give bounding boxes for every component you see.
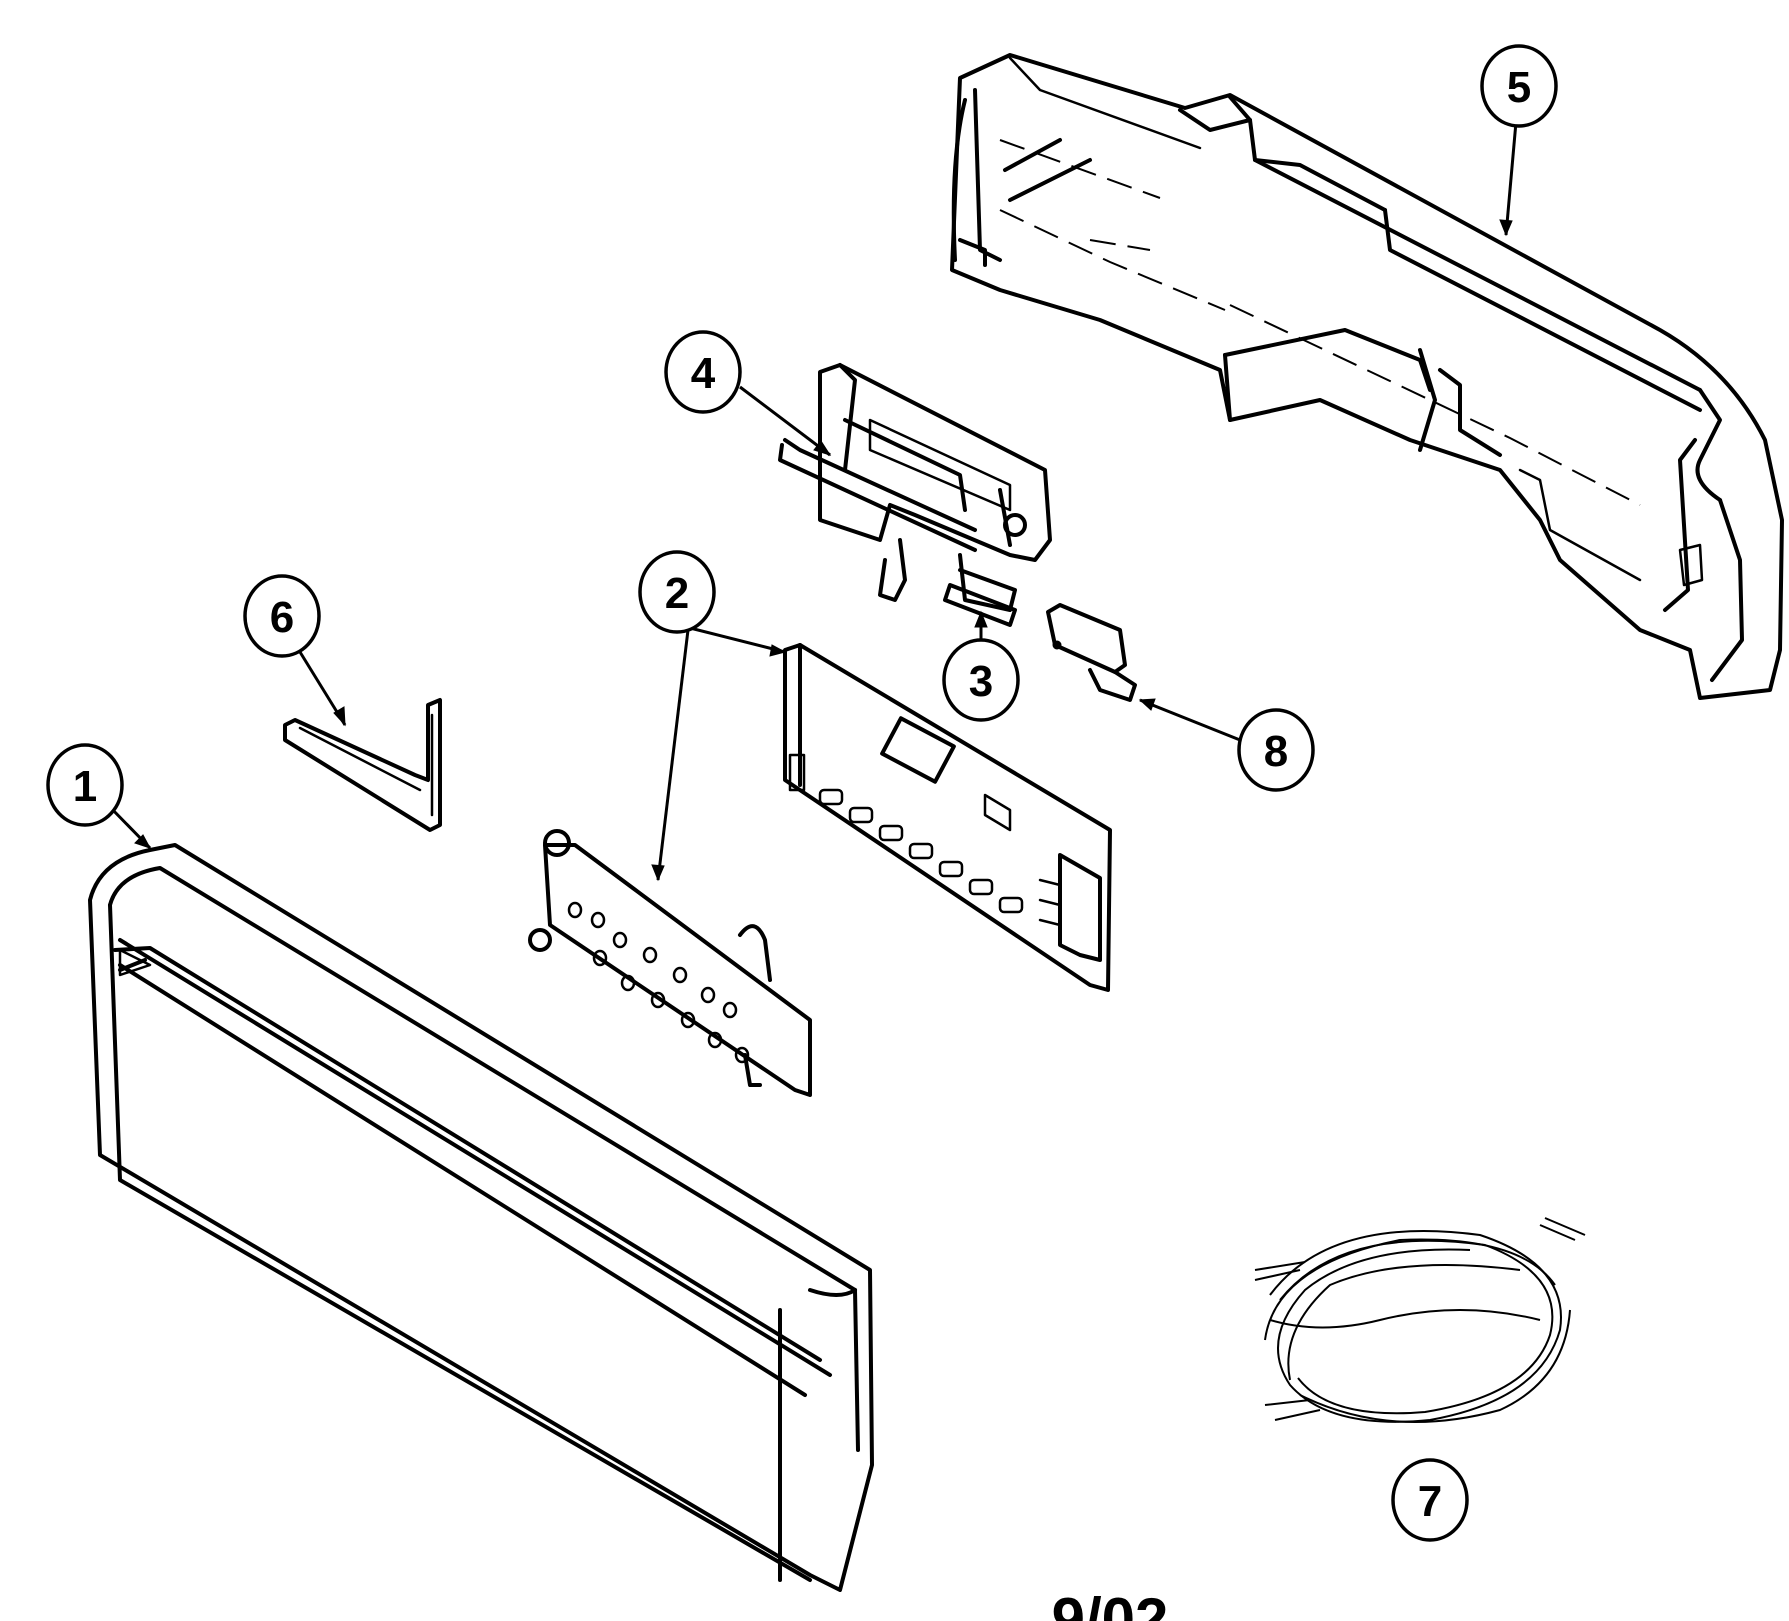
callout-1: 1 xyxy=(46,743,124,827)
part-8-micro-switch xyxy=(1046,603,1137,702)
part-6-gasket-strip xyxy=(283,698,442,832)
callout-3-label: 3 xyxy=(969,657,993,706)
leader-4 xyxy=(739,385,831,457)
part-5-console xyxy=(950,53,1784,700)
callout-1-label: 1 xyxy=(73,762,97,811)
part-4-door-latch xyxy=(778,363,1052,612)
callout-7-label: 7 xyxy=(1418,1477,1442,1526)
part-2-switch-assembly xyxy=(528,829,812,1097)
callout-6: 6 xyxy=(243,574,321,658)
callout-6-label: 6 xyxy=(270,593,294,642)
leader-2a xyxy=(689,626,786,654)
callout-7: 7 xyxy=(1391,1458,1469,1542)
callout-2: 2 xyxy=(638,550,716,634)
part-7-wire-harness xyxy=(1254,1217,1586,1423)
date-code: 9/02 xyxy=(1052,1586,1169,1621)
callout-8: 8 xyxy=(1237,708,1315,792)
leader-lines xyxy=(106,121,1518,882)
leader-8 xyxy=(1139,698,1241,742)
callout-5: 5 xyxy=(1480,44,1558,128)
callout-2-label: 2 xyxy=(665,569,689,618)
part-1-control-panel xyxy=(88,843,874,1592)
part-3-latch-plate xyxy=(943,583,1017,627)
callout-5-label: 5 xyxy=(1507,63,1531,112)
callout-8-label: 8 xyxy=(1264,727,1288,776)
leader-5 xyxy=(1504,121,1518,236)
part-2-control-board xyxy=(783,643,1112,992)
callout-3: 3 xyxy=(942,638,1020,722)
callout-4-label: 4 xyxy=(691,349,716,398)
callout-4: 4 xyxy=(664,330,742,414)
leader-2b xyxy=(656,629,690,881)
